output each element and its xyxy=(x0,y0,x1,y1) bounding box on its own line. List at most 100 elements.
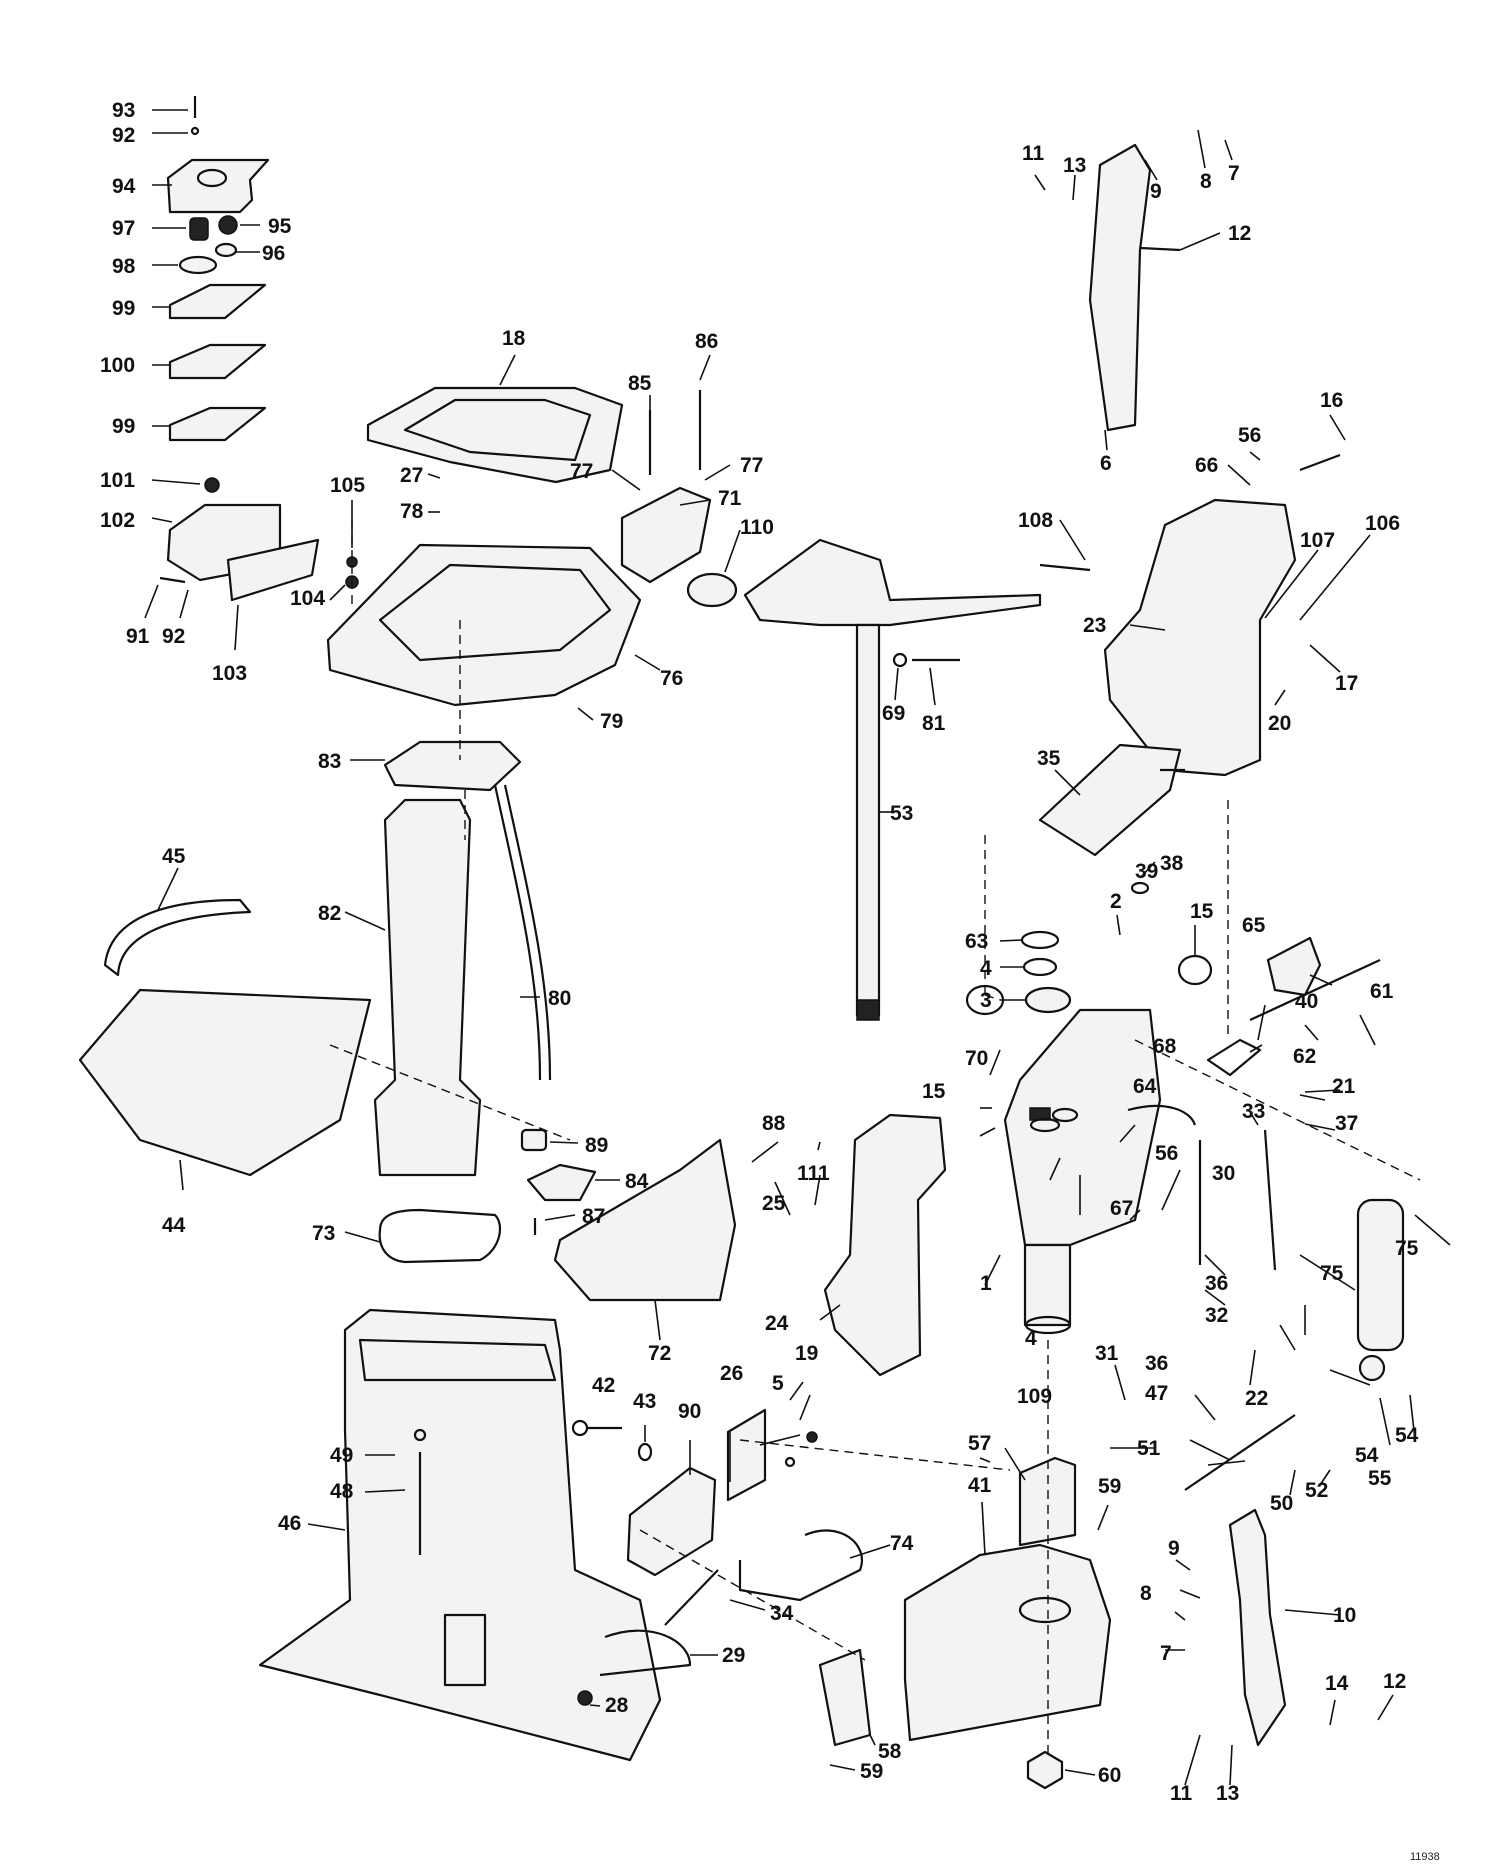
callout-label: 83 xyxy=(318,750,341,773)
callout-label: 64 xyxy=(1133,1075,1157,1098)
callout-label: 54 xyxy=(1395,1424,1419,1447)
callout-label: 95 xyxy=(268,215,292,238)
stern-bracket-23 xyxy=(1103,498,1297,777)
driveshaft-housing-46 xyxy=(258,1308,662,1762)
callout-label: 65 xyxy=(1242,914,1266,937)
fuel-pump-stack xyxy=(159,96,320,602)
callout-label: 84 xyxy=(625,1170,649,1193)
callout-label: 59 xyxy=(1098,1475,1121,1498)
callout-label: 13 xyxy=(1216,1782,1239,1805)
callout-label: 56 xyxy=(1155,1142,1178,1165)
callout-label: 45 xyxy=(162,845,186,868)
callout-label: 47 xyxy=(1145,1382,1168,1405)
leader-lines xyxy=(144,109,1451,1786)
callout-label: 46 xyxy=(278,1512,301,1535)
callout-label: 15 xyxy=(1190,900,1214,923)
callout-label: 92 xyxy=(112,124,135,147)
callout-label: 105 xyxy=(330,474,365,497)
callout-label: 11 xyxy=(1170,1782,1193,1805)
callout-label: 27 xyxy=(400,464,423,487)
callout-label: 92 xyxy=(162,625,185,648)
callout-label: 54 xyxy=(1355,1444,1379,1467)
callout-label: 88 xyxy=(762,1112,786,1135)
callout-label: 89 xyxy=(585,1134,608,1157)
callout-label: 101 xyxy=(100,469,135,492)
assembly-lines xyxy=(329,520,1421,1760)
callout-label: 7 xyxy=(1228,162,1240,185)
callout-label: 4 xyxy=(980,957,992,980)
callout-label: 110 xyxy=(740,516,774,539)
callout-label: 37 xyxy=(1335,1112,1358,1135)
callout-label: 106 xyxy=(1365,512,1400,535)
callout-label: 111 xyxy=(797,1162,830,1185)
callout-label: 11 xyxy=(1022,142,1045,165)
callout-label: 44 xyxy=(162,1214,186,1237)
callout-label: 32 xyxy=(1205,1304,1228,1327)
callout-label: 87 xyxy=(582,1205,605,1228)
callout-label: 24 xyxy=(765,1312,789,1335)
lower-cover-44 xyxy=(78,988,372,1177)
callout-label: 10 xyxy=(1333,1604,1356,1627)
callout-label: 77 xyxy=(740,454,763,477)
callout-label: 39 xyxy=(1135,860,1158,883)
callout-label: 94 xyxy=(112,175,136,198)
callout-label: 3 xyxy=(980,989,992,1012)
callout-label: 20 xyxy=(1268,712,1291,735)
callout-label: 66 xyxy=(1195,454,1218,477)
callout-label: 61 xyxy=(1370,980,1394,1003)
callout-label: 13 xyxy=(1063,154,1086,177)
callout-label: 97 xyxy=(112,217,135,240)
callout-label: 56 xyxy=(1238,424,1261,447)
callout-label: 75 xyxy=(1395,1237,1419,1260)
callout-label: 36 xyxy=(1205,1272,1228,1295)
callout-label: 18 xyxy=(502,327,526,350)
callout-label: 78 xyxy=(400,500,424,523)
callout-label: 4 xyxy=(1025,1327,1037,1350)
callout-label: 19 xyxy=(795,1342,818,1365)
callout-label: 96 xyxy=(262,242,285,265)
callout-label: 28 xyxy=(605,1694,629,1717)
exhaust-tube xyxy=(373,798,482,1177)
callout-label: 85 xyxy=(628,372,652,395)
callout-label: 91 xyxy=(126,625,150,648)
callout-label: 36 xyxy=(1145,1352,1168,1375)
callout-label: 34 xyxy=(770,1602,794,1625)
callout-label: 93 xyxy=(112,99,135,122)
callout-label: 43 xyxy=(633,1390,656,1413)
callout-label: 41 xyxy=(968,1474,992,1497)
callout-label: 5 xyxy=(772,1372,784,1395)
callout-label: 72 xyxy=(648,1342,671,1365)
callout-label: 55 xyxy=(1368,1467,1392,1490)
callout-label: 74 xyxy=(890,1532,914,1555)
callout-label: 59 xyxy=(860,1760,883,1783)
callout-label: 7 xyxy=(1160,1642,1172,1665)
callout-label: 99 xyxy=(112,415,135,438)
callout-label: 26 xyxy=(720,1362,743,1385)
callout-label: 25 xyxy=(762,1192,786,1215)
callout-label: 67 xyxy=(1110,1197,1133,1220)
swivel-bracket-1 xyxy=(1003,1008,1162,1247)
callout-label: 70 xyxy=(965,1047,988,1070)
callout-label: 50 xyxy=(1270,1492,1293,1515)
callout-label: 81 xyxy=(922,712,946,735)
callout-label: 1 xyxy=(980,1272,992,1295)
callout-label: 103 xyxy=(212,662,247,685)
swivel-housing-41 xyxy=(903,1543,1112,1742)
cover-72 xyxy=(553,1138,737,1302)
callout-label: 102 xyxy=(100,509,135,532)
callout-label: 12 xyxy=(1383,1670,1406,1693)
callout-label: 9 xyxy=(1150,180,1162,203)
callout-label: 53 xyxy=(890,802,913,825)
callout-label: 107 xyxy=(1300,529,1335,552)
callout-label: 71 xyxy=(718,487,742,510)
drawing-reference-number: 11938 xyxy=(1410,1851,1440,1863)
callout-label: 75 xyxy=(1320,1262,1344,1285)
callout-label: 48 xyxy=(330,1480,354,1503)
callout-label: 15 xyxy=(922,1080,946,1103)
callout-labels: 93 92 94 97 95 96 98 99 100 99 101 102 9… xyxy=(100,99,1419,1805)
callout-label: 62 xyxy=(1293,1045,1316,1068)
callout-label: 68 xyxy=(1153,1035,1177,1058)
callout-label: 77 xyxy=(570,460,593,483)
callout-label: 76 xyxy=(660,667,683,690)
